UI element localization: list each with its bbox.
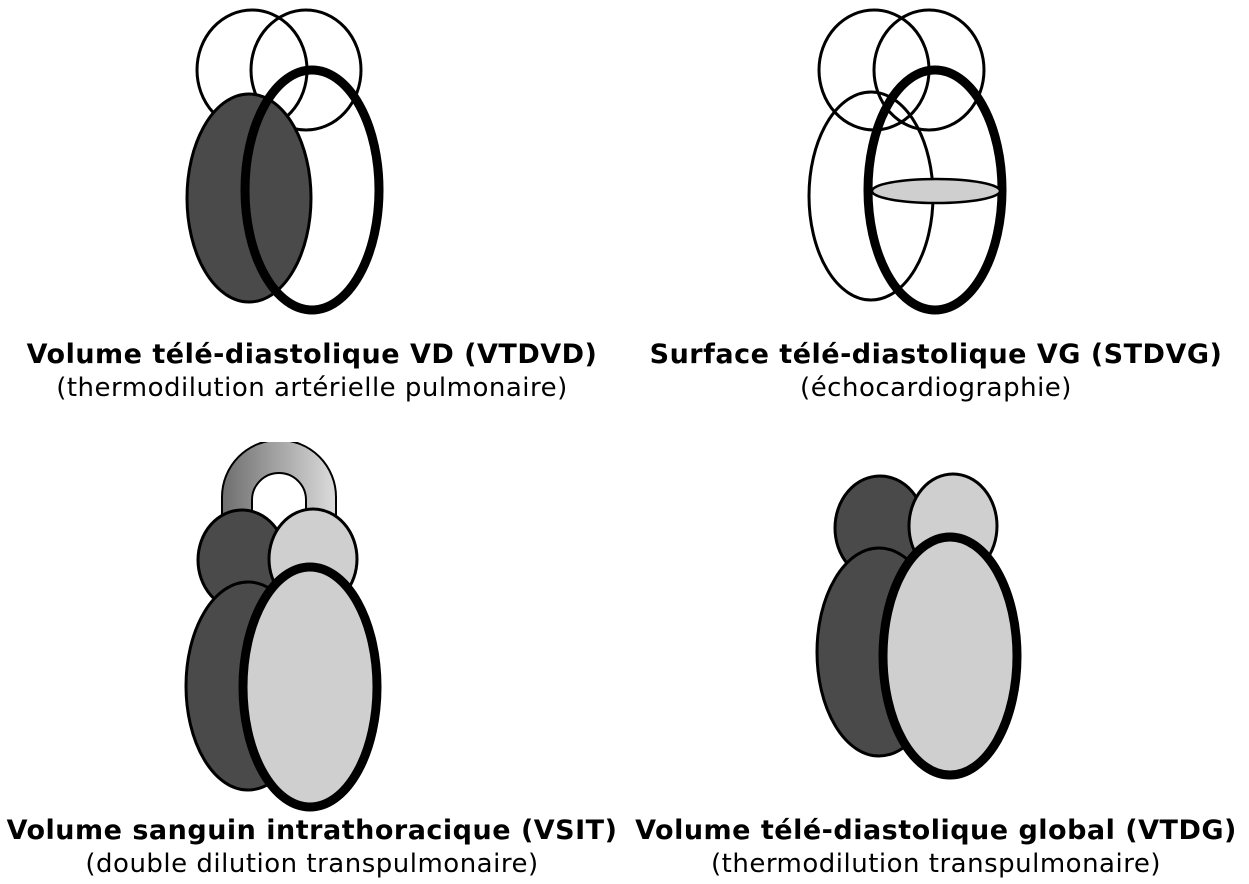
panel-subtitle: (thermodilution artérielle pulmonaire) bbox=[0, 372, 624, 404]
caption-stdvg: Surface télé-diastolique VG (STDVG) (éch… bbox=[624, 338, 1248, 404]
caption-vtdvd: Volume télé-diastolique VD (VTDVD) (ther… bbox=[0, 338, 624, 404]
short-axis-section bbox=[872, 179, 1000, 203]
left-ventricle-filled bbox=[243, 567, 377, 807]
panel-title: Volume télé-diastolique VD (VTDVD) bbox=[0, 338, 624, 372]
panel-vtdg: Volume télé-diastolique global (VTDG) (t… bbox=[624, 442, 1248, 884]
panel-subtitle: (double dilution transpulmonaire) bbox=[0, 848, 624, 880]
panel-title: Volume télé-diastolique global (VTDG) bbox=[624, 814, 1248, 848]
panel-title: Surface télé-diastolique VG (STDVG) bbox=[624, 338, 1248, 372]
panel-subtitle: (échocardiographie) bbox=[624, 372, 1248, 404]
panel-subtitle: (thermodilution transpulmonaire) bbox=[624, 848, 1248, 880]
left-ventricle-filled bbox=[883, 537, 1017, 775]
panel-stdvg: Surface télé-diastolique VG (STDVG) (éch… bbox=[624, 0, 1248, 442]
panel-vsit: Volume sanguin intrathoracique (VSIT) (d… bbox=[0, 442, 624, 884]
panel-vtdvd: Volume télé-diastolique VD (VTDVD) (ther… bbox=[0, 0, 624, 442]
caption-vtdg: Volume télé-diastolique global (VTDG) (t… bbox=[624, 814, 1248, 880]
caption-vsit: Volume sanguin intrathoracique (VSIT) (d… bbox=[0, 814, 624, 880]
panel-title: Volume sanguin intrathoracique (VSIT) bbox=[0, 814, 624, 848]
